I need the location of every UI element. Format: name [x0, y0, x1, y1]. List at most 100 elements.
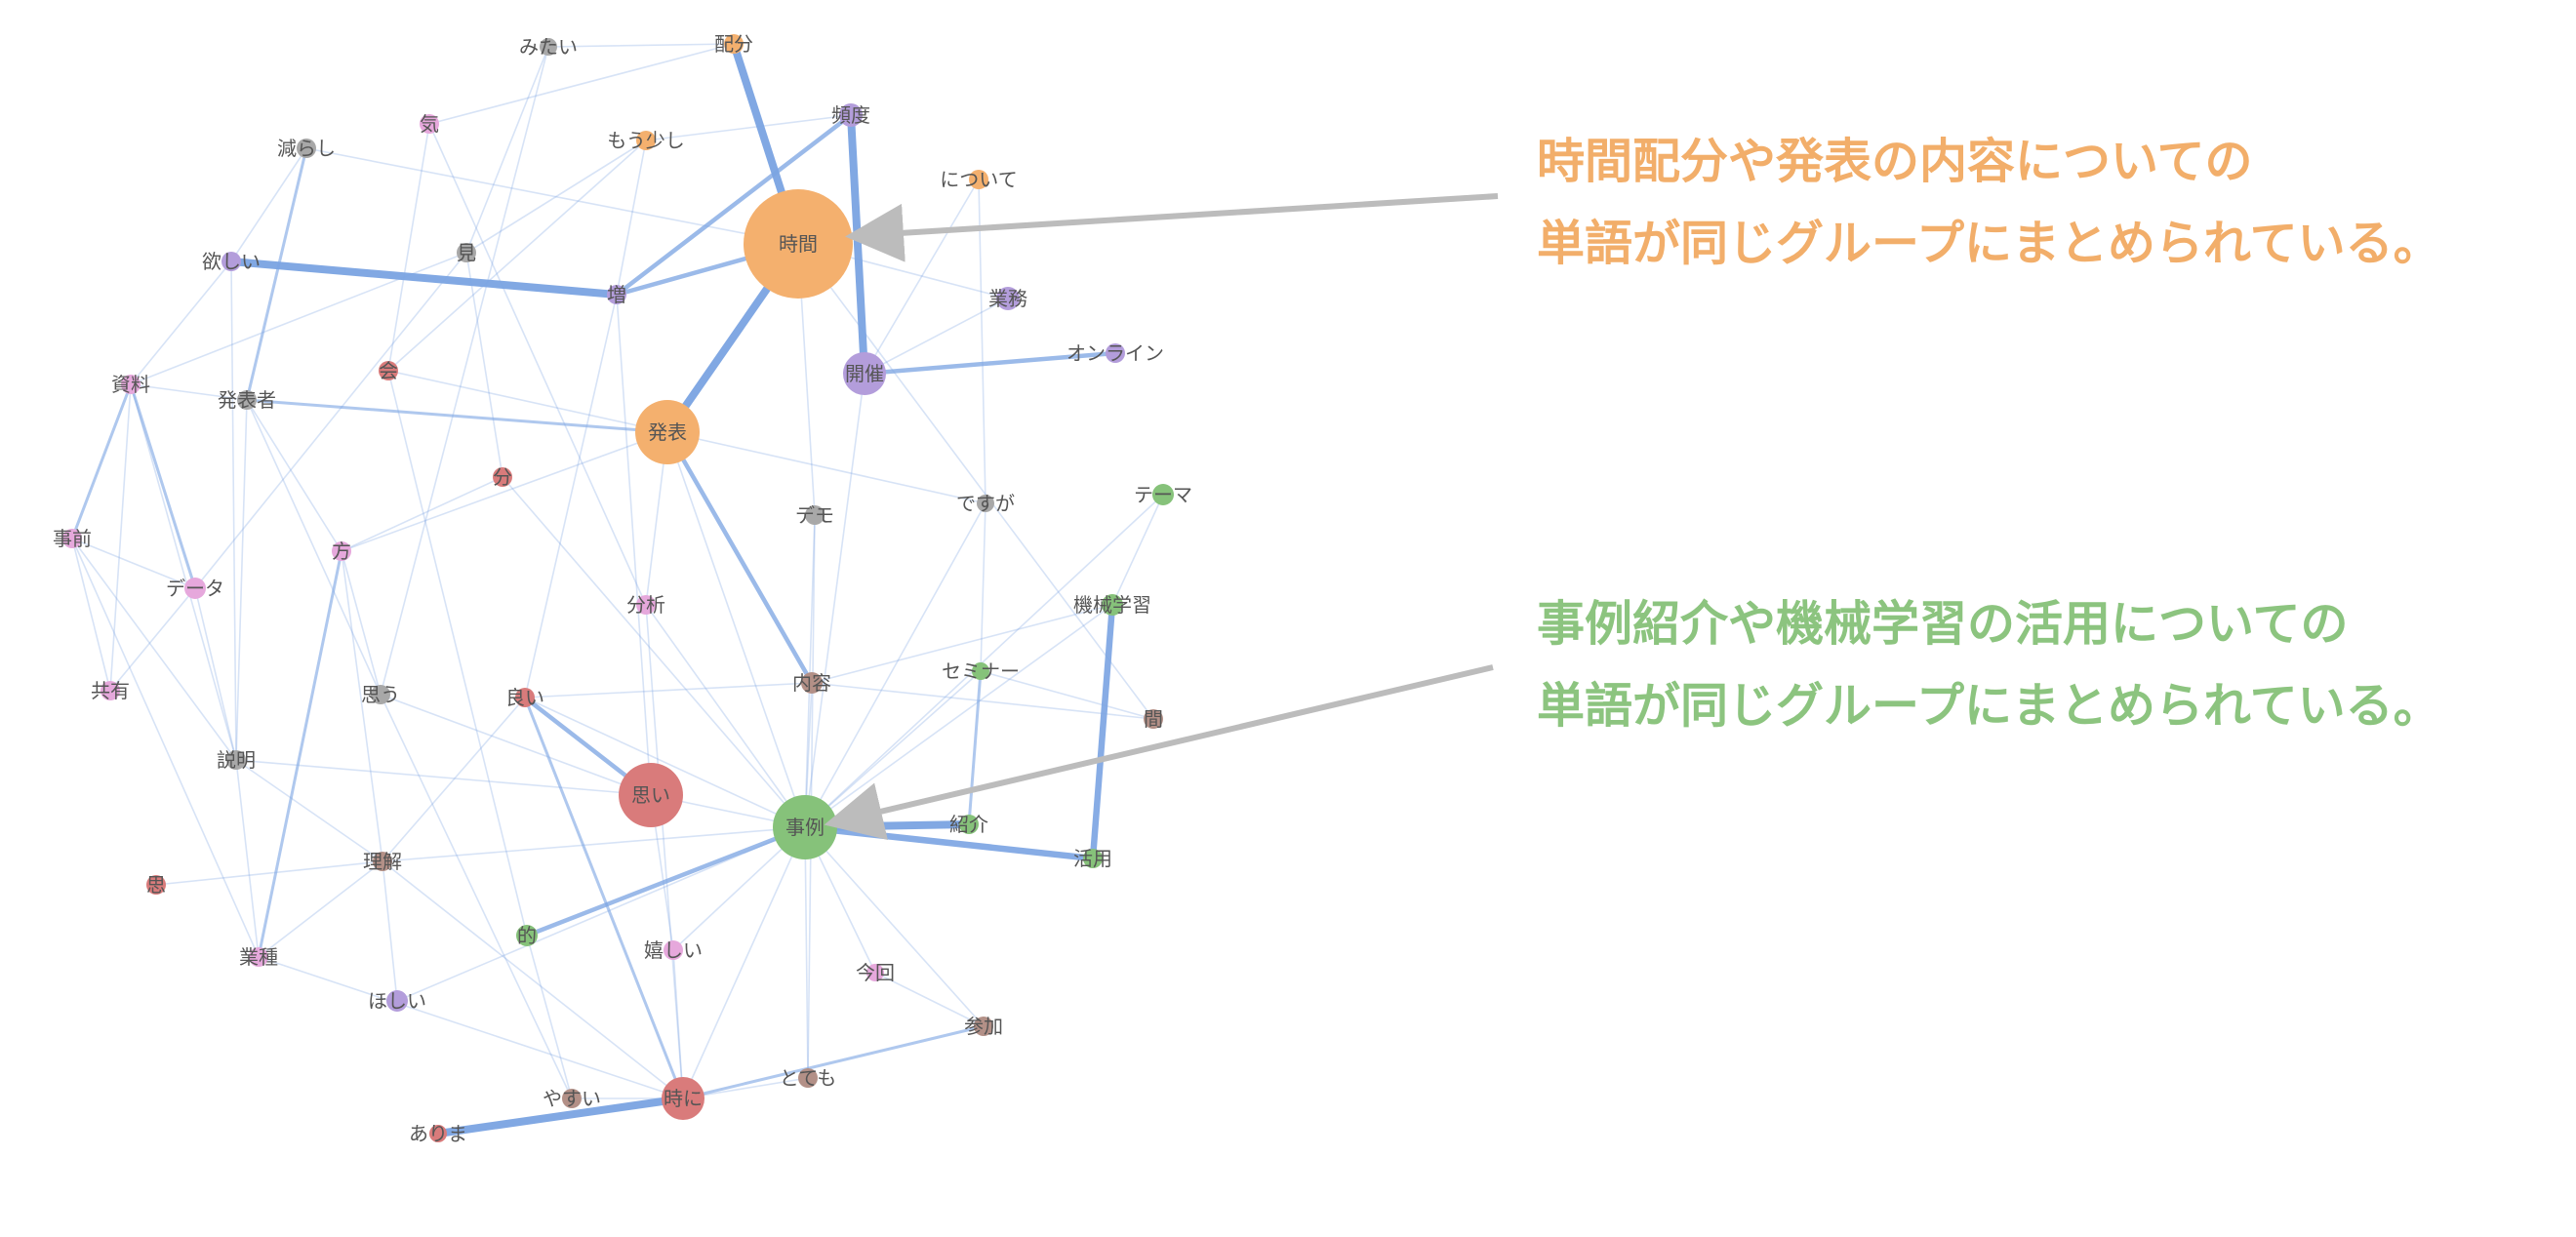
node-herashi: 減らし	[277, 137, 336, 160]
node-happyousha: 発表者	[218, 388, 276, 412]
edge-desuga-seminar	[980, 502, 986, 672]
edge-desuga-jirei	[804, 502, 986, 828]
edge-shiryou-data	[129, 382, 197, 590]
node-kaisai: 開催	[843, 352, 886, 395]
annotation-time-line-2: 単語が同じグループにまとめられている。	[1537, 216, 2441, 271]
node-circle-happyou	[635, 400, 700, 464]
edge-gyoumu-kaisai	[864, 298, 1009, 375]
edge-yoi-rikai	[382, 697, 526, 862]
node-label-kai: 会	[379, 359, 398, 382]
node-label-mousukoshi: もう少し	[607, 129, 684, 152]
node-data: データ	[166, 577, 224, 600]
node-bun: 分	[493, 465, 512, 489]
edge-jirei-sanka	[804, 826, 985, 1027]
node-circle-haibun	[724, 34, 744, 54]
edge-hoshii-setsumei	[230, 260, 237, 761]
edge-hoshii-zou	[227, 258, 621, 299]
edge-jizen-gyoushu	[71, 538, 260, 958]
node-circle-hoshii2	[386, 990, 408, 1012]
node-circle-jikan	[744, 189, 853, 299]
node-circle-naiyou	[801, 672, 823, 694]
node-nen: 思	[146, 873, 166, 897]
edge-mitai-omou	[380, 46, 549, 696]
node-omoi: 思い	[619, 763, 683, 827]
edges-layer	[70, 40, 1164, 1137]
node-jirei: 事例	[773, 795, 837, 859]
nodes-layer: 時間発表配分もう少しについて頻度開催業務オンライン欲しい増ほしい事例テーマ機械学…	[53, 32, 1192, 1145]
edge-naiyou-yoi	[524, 682, 813, 698]
node-kata: 方	[332, 539, 351, 563]
edge-konkai-sanka	[874, 972, 985, 1027]
edge-kata-omou	[341, 550, 382, 696]
edge-bun-jirei	[502, 476, 806, 828]
node-circle-mitai	[540, 38, 557, 56]
edge-kata-rikai	[341, 550, 383, 862]
node-yoi: 良い	[505, 686, 544, 709]
node-sanka: 参加	[964, 1015, 1003, 1038]
node-circle-hindo	[839, 103, 863, 127]
node-jizen: 事前	[53, 527, 92, 550]
node-label-bun: 分	[493, 465, 512, 489]
annotation-arrows	[824, 193, 1499, 840]
node-circle-gyoushu	[249, 947, 268, 967]
node-circle-data	[184, 578, 206, 599]
node-seminar: セミナー	[942, 659, 1020, 683]
node-kikai: 機械学習	[1073, 593, 1151, 617]
node-label-jizen: 事前	[53, 527, 92, 550]
edge-kikai-katsuyou	[1089, 601, 1116, 862]
edge-yoi-tokini	[523, 696, 685, 1100]
node-label-zou: 増	[607, 283, 626, 306]
node-circle-mousukoshi	[636, 131, 656, 150]
edge-ki-haibun	[428, 43, 735, 125]
node-circle-yoi	[515, 688, 535, 707]
node-hindo: 頻度	[831, 103, 870, 127]
edge-rikai-hoshii2	[382, 860, 398, 1002]
node-label-mi: 見	[457, 241, 476, 264]
node-label-happyousha: 発表者	[218, 388, 276, 412]
edge-kikai-naiyou	[811, 604, 1113, 684]
edge-hindo-kaisai	[847, 111, 868, 378]
node-label-jirei: 事例	[785, 816, 825, 839]
node-circle-herashi	[297, 139, 316, 158]
node-circle-online	[1106, 343, 1125, 363]
node-desuga: ですが	[956, 492, 1015, 515]
edge-shiryou-setsumei	[130, 383, 237, 761]
edge-seminar-jirei	[804, 670, 982, 828]
node-rikai: 理解	[363, 850, 402, 873]
node-label-bunseki: 分析	[626, 593, 665, 617]
edge-ki-kai	[387, 123, 430, 372]
edge-mousukoshi-kai	[387, 140, 647, 372]
edge-shiryou-jizen	[70, 382, 133, 540]
edge-nen-rikai	[155, 860, 383, 886]
node-label-kata: 方	[332, 539, 351, 563]
node-label-omou: 思う	[361, 683, 400, 706]
node-shiryou: 資料	[111, 373, 150, 396]
node-circle-hoshii	[221, 252, 241, 271]
node-totemo: とても	[780, 1066, 836, 1090]
edge-data-setsumei	[194, 587, 237, 761]
node-zou: 増	[607, 283, 626, 306]
node-kai: 会	[379, 359, 398, 382]
edge-kaisai-online	[862, 350, 1118, 377]
edge-jizen-data	[71, 538, 196, 589]
edge-mousukoshi-hindo	[645, 114, 852, 141]
edge-setsumei-rikai	[235, 759, 383, 862]
node-label-sanka: 参加	[964, 1015, 1003, 1038]
edge-herashi-jikan	[305, 147, 799, 245]
edge-yoi-jirei	[524, 697, 806, 828]
node-circle-jizen	[62, 529, 82, 548]
edge-mousukoshi-zou	[616, 140, 647, 296]
edge-kaisai-jirei	[804, 373, 865, 828]
node-circle-zou	[607, 285, 626, 304]
node-label-haibun: 配分	[714, 32, 753, 56]
node-jikan: 時間	[744, 189, 853, 299]
edge-theme-kikai	[1111, 494, 1164, 606]
node-circle-bun	[493, 467, 512, 487]
edge-jikan-ma	[797, 243, 1154, 720]
edge-mitai-haibun	[547, 43, 735, 48]
edge-mitai-mi	[465, 46, 549, 254]
edge-happyousha-omou	[246, 399, 382, 696]
edge-jirei-hoshii2	[396, 826, 806, 1002]
edge-theme-jirei	[804, 494, 1164, 828]
node-label-konkai: 今回	[856, 961, 895, 984]
